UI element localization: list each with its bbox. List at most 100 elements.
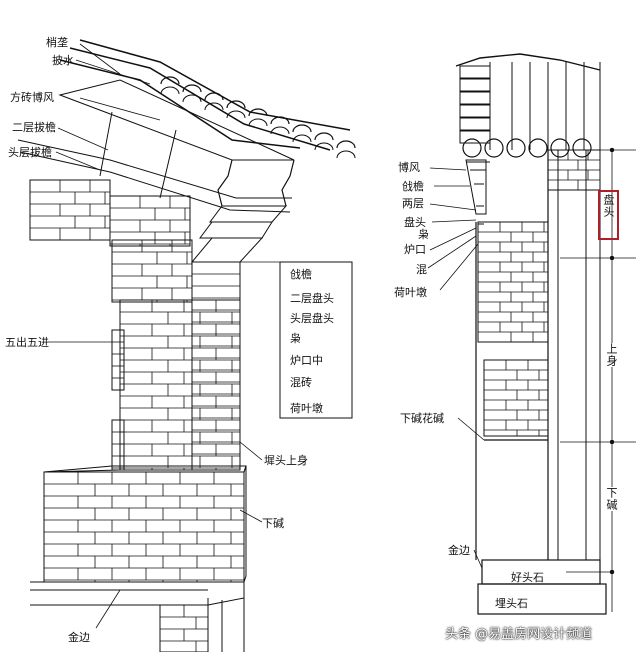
- wu-chu-step-2: [111, 419, 125, 471]
- roof-tile-lower: [160, 86, 180, 95]
- base-left-top: [43, 469, 121, 473]
- label-hun: 混: [416, 263, 427, 276]
- bo-feng-block: [459, 65, 491, 79]
- legend-qiang-yan: 戗檐: [290, 268, 312, 281]
- label-lu-kou: 炉口: [404, 243, 426, 256]
- tile-end: [484, 138, 504, 158]
- label-pi-shui: 披水: [52, 54, 74, 67]
- legend-xiao: 枭: [290, 332, 301, 345]
- leader-hun-r: [427, 235, 477, 269]
- legend-hun-zhuan: 混砖: [290, 376, 312, 389]
- roof-tile: [270, 116, 290, 125]
- label-xia-jian-hua-jian: 下碱花碱: [400, 412, 444, 425]
- xiao-curve: [217, 159, 233, 207]
- label-qiang-yan-right: 戗檐: [402, 180, 424, 193]
- pan-tou-block: [465, 159, 487, 215]
- tile-end: [462, 138, 482, 158]
- legend-frame: [279, 261, 353, 419]
- leader-bo-feng: [79, 97, 161, 121]
- legend-lu-kou-zhong: 炉口中: [290, 354, 323, 367]
- label-jin-bian-right: 金边: [448, 544, 470, 557]
- dim-dot: [609, 255, 615, 261]
- label-shang-shen-vertical: 上身: [605, 343, 618, 367]
- label-xia-jian: 下碱: [262, 517, 284, 530]
- label-xia-jian-vertical: 下碱: [605, 487, 618, 511]
- hun-zhuan-course: [199, 221, 273, 239]
- xiao-curve-2: [281, 159, 295, 207]
- bo-feng-block: [459, 104, 491, 118]
- roof-tile: [182, 84, 202, 93]
- gable-back-bricks: [29, 179, 111, 241]
- label-bo-feng: 博风: [398, 161, 420, 174]
- he-ye-dun-course: [190, 237, 264, 263]
- right-upper-bricks: [477, 221, 549, 343]
- bo-feng-block: [459, 78, 491, 92]
- roof-top: [455, 53, 601, 71]
- legend-he-ye-dun: 荷叶墩: [290, 402, 323, 415]
- bo-feng-block: [459, 130, 491, 144]
- leader-xia-jian: [239, 509, 263, 523]
- upper-body-side: [191, 261, 241, 471]
- wu-chu-step-2-outline: [111, 419, 125, 471]
- right-lower-bricks-outline: [483, 359, 549, 437]
- upper-step-bricks-outline: [111, 239, 193, 303]
- dim-dot: [609, 147, 615, 153]
- roof-tile-lower: [270, 126, 290, 135]
- leader-pi-shui: [75, 59, 151, 85]
- label-shao-long: 梢垄: [46, 36, 68, 49]
- legend-er-ceng-pan-tou: 二层盘头: [290, 292, 334, 305]
- fang-zhuan-bo-feng-face: [58, 79, 295, 161]
- roof-tile-lower: [182, 94, 202, 103]
- roof-tile: [248, 108, 268, 117]
- roof-tile-lower: [226, 110, 246, 119]
- roof-tile-lower: [292, 134, 312, 143]
- label-hao-tou-shi: 好头石: [511, 571, 544, 584]
- leader-pan-tou-r: [431, 219, 477, 223]
- tile-end: [528, 138, 548, 158]
- roof-tile: [226, 100, 246, 109]
- wu-chu-step-1-outline: [111, 329, 125, 391]
- roof-tile: [336, 140, 356, 149]
- roof-tile: [204, 92, 224, 101]
- label-pan-tou: 盘头: [404, 216, 426, 229]
- leader-shao-long: [79, 43, 121, 75]
- ground-bricks: [159, 604, 209, 653]
- wu-chu-step-1: [111, 329, 125, 391]
- tile-end: [572, 138, 592, 158]
- lu-kou-course: [209, 205, 288, 223]
- roof-tile: [292, 124, 312, 133]
- label-xiao-right: 枭: [418, 228, 429, 241]
- lower-wall-bricks: [43, 471, 245, 583]
- lower-wall-side: [243, 465, 247, 583]
- leader-jin-bian-r: [473, 549, 483, 569]
- legend-tou-ceng-pan-tou: 头层盘头: [290, 312, 334, 325]
- right-lower-bricks: [483, 359, 549, 437]
- tile-end: [550, 138, 570, 158]
- tile-end: [506, 138, 526, 158]
- pi-shui-line: [59, 59, 301, 149]
- leader-liang-ceng-r: [429, 203, 477, 211]
- upper-body-bricks: [119, 299, 241, 471]
- label-wu-chu-wu-jin: 五出五进: [5, 336, 49, 349]
- watermark: 头条 @易盖房网设计频道: [445, 627, 593, 642]
- roof-edge: [79, 39, 351, 131]
- label-fang-zhuan-bo-feng: 方砖博风: [10, 91, 54, 104]
- roof-tile-lower: [204, 102, 224, 111]
- gable-mid-bricks-outline: [109, 195, 191, 247]
- roof-tile-lower: [314, 142, 334, 151]
- bo-feng-joint-2: [159, 129, 177, 199]
- roof-tile-lower: [248, 118, 268, 127]
- label-liang-ceng: 两层: [402, 197, 424, 210]
- label-pan-tou-vertical: 盘头: [602, 194, 615, 218]
- mai-tou-shi-stone: [477, 583, 607, 615]
- bo-feng-block: [459, 91, 491, 105]
- label-tou-ceng-ba-yan: 头层拔檐: [8, 146, 52, 159]
- upper-body-bricks-outline: [119, 299, 241, 471]
- leader-he-ye-dun-r: [439, 243, 479, 291]
- leader-er-ceng: [57, 127, 109, 151]
- gable-back-bricks-outline: [29, 179, 111, 241]
- pan-tou-highlight-box: [598, 190, 619, 240]
- ground-plinth: [30, 581, 245, 606]
